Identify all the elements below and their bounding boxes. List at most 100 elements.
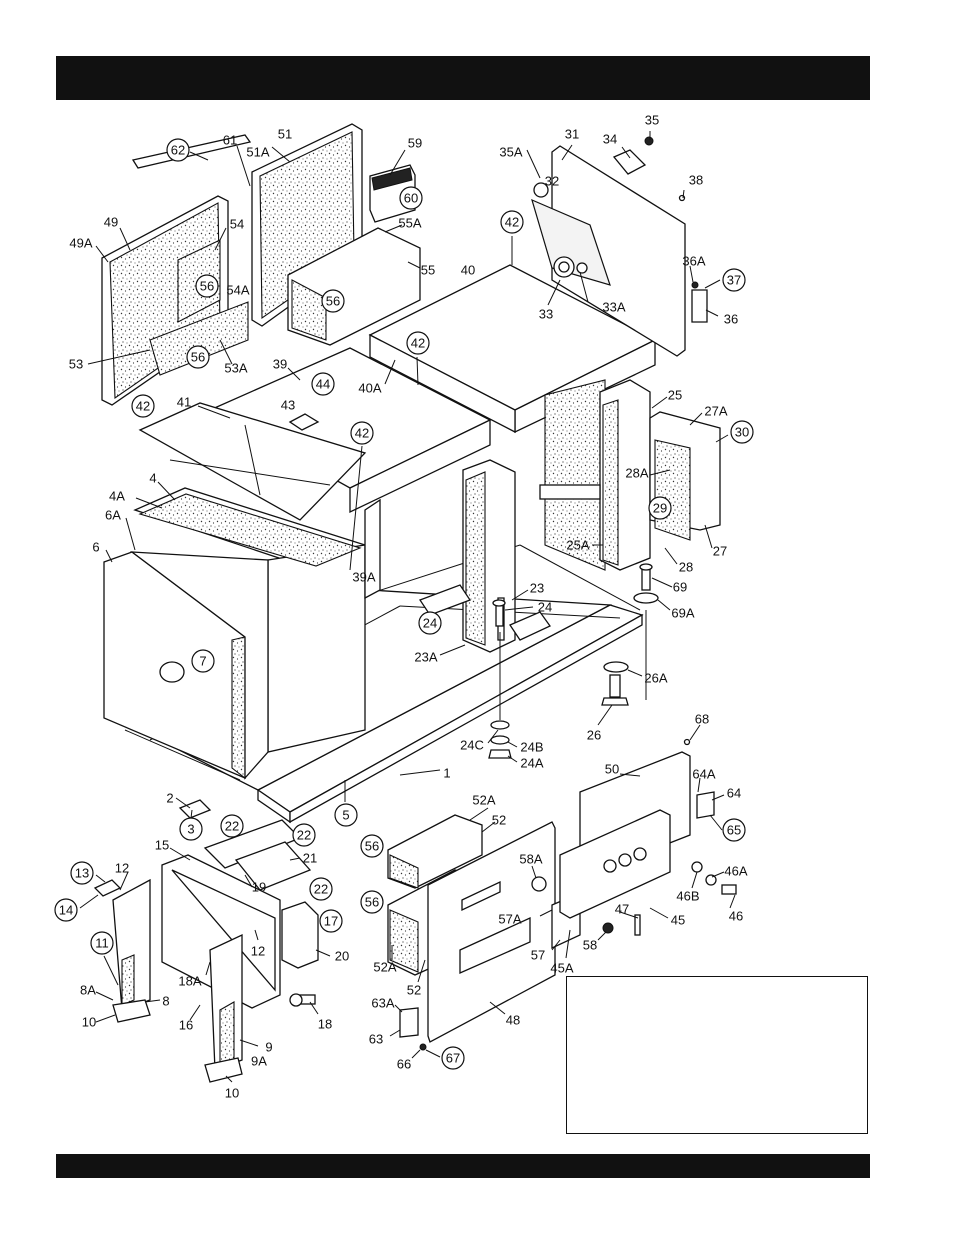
callout-37: 37 (722, 268, 746, 292)
callout-43: 43 (281, 398, 295, 413)
callout-64A: 64A (692, 767, 715, 782)
callout-label: 69 (673, 580, 687, 595)
callout-circle (722, 268, 746, 292)
bottom-right-door (559, 738, 737, 936)
callout-44: 44 (311, 372, 335, 396)
callout-circle (220, 814, 244, 838)
callout-22c: 22 (309, 877, 333, 901)
callout-64: 64 (727, 786, 741, 801)
callout-label: 14 (59, 903, 73, 918)
callout-label: 52 (407, 983, 421, 998)
callout-28: 28 (679, 560, 693, 575)
callout-9: 9 (265, 1040, 272, 1055)
callout-label: 50 (605, 762, 619, 777)
callout-6: 6 (92, 540, 99, 555)
callout-57: 57 (531, 948, 545, 963)
callout-circle (730, 420, 754, 444)
callout-label: 62 (171, 143, 185, 158)
callout-label: 27 (713, 544, 727, 559)
callout-label: 6 (92, 540, 99, 555)
callout-label: 20 (335, 949, 349, 964)
callout-17: 17 (319, 909, 343, 933)
callout-label: 2 (166, 791, 173, 806)
callout-label: 44 (316, 377, 330, 392)
callout-56c: 56 (186, 345, 210, 369)
callout-circle (406, 331, 430, 355)
callout-label: 54 (230, 217, 244, 232)
callout-32: 32 (545, 174, 559, 189)
callout-label: 21 (303, 851, 317, 866)
front-enclosure (103, 487, 367, 781)
callout-52A: 52A (472, 793, 495, 808)
callout-label: 32 (545, 174, 559, 189)
callout-66: 66 (397, 1057, 411, 1072)
callout-label: 22 (314, 882, 328, 897)
callout-circle (70, 861, 94, 885)
callout-54A: 54A (226, 283, 249, 298)
callout-label: 38 (689, 173, 703, 188)
callout-53A: 53A (224, 361, 247, 376)
callout-45A: 45A (550, 961, 573, 976)
callout-67: 67 (441, 1046, 465, 1070)
callout-label: 56 (365, 895, 379, 910)
callout-label: 3 (187, 822, 194, 837)
callout-18: 18 (318, 1017, 332, 1032)
callout-label: 29 (653, 501, 667, 516)
callout-23: 23 (530, 581, 544, 596)
callout-68: 68 (695, 712, 709, 727)
callout-label: 60 (404, 191, 418, 206)
callout-52A2: 52A (373, 960, 396, 975)
callout-label: 66 (397, 1057, 411, 1072)
callout-14: 14 (54, 898, 78, 922)
callout-50: 50 (605, 762, 619, 777)
callout-8: 8 (162, 994, 169, 1009)
callout-circle (195, 274, 219, 298)
callout-label: 16 (179, 1018, 193, 1033)
top-cover-panels (138, 347, 492, 600)
callout-label: 1 (443, 766, 450, 781)
callout-33A: 33A (602, 300, 625, 315)
callout-3: 3 (179, 817, 203, 841)
callout-42a: 42 (131, 394, 155, 418)
callout-52b: 52 (407, 983, 421, 998)
callout-label: 51A (246, 145, 269, 160)
callout-label: 40A (358, 381, 381, 396)
callout-label: 13 (75, 866, 89, 881)
callout-label: 9A (251, 1054, 267, 1069)
callout-34: 34 (603, 132, 617, 147)
callout-7: 7 (191, 649, 215, 673)
callout-circle (319, 909, 343, 933)
callout-24C: 24C (460, 738, 484, 753)
callout-label: 64 (727, 786, 741, 801)
callout-circle (350, 421, 374, 445)
callout-18A: 18A (178, 974, 201, 989)
callout-label: 34 (603, 132, 617, 147)
callout-29: 29 (648, 496, 672, 520)
callout-circle (722, 818, 746, 842)
callout-label: 55 (421, 263, 435, 278)
callout-label: 49 (104, 215, 118, 230)
callout-label: 28 (679, 560, 693, 575)
callout-10b: 10 (225, 1086, 239, 1101)
callout-24A: 24A (520, 756, 543, 771)
callout-46A: 46A (724, 864, 747, 879)
callout-label: 4 (149, 471, 156, 486)
callout-label: 31 (565, 127, 579, 142)
callout-4A: 4A (109, 489, 125, 504)
callout-label: 33A (602, 300, 625, 315)
callout-25A: 25A (566, 538, 589, 553)
callout-circle (648, 496, 672, 520)
callout-label: 39 (273, 357, 287, 372)
callout-label: 69A (671, 606, 694, 621)
callout-69: 69 (673, 580, 687, 595)
callout-49: 49 (104, 215, 118, 230)
callout-label: 12 (115, 861, 129, 876)
callout-4: 4 (149, 471, 156, 486)
callout-label: 25A (566, 538, 589, 553)
callout-label: 52A (472, 793, 495, 808)
callout-53: 53 (69, 357, 83, 372)
callout-label: 67 (446, 1051, 460, 1066)
callout-label: 43 (281, 398, 295, 413)
